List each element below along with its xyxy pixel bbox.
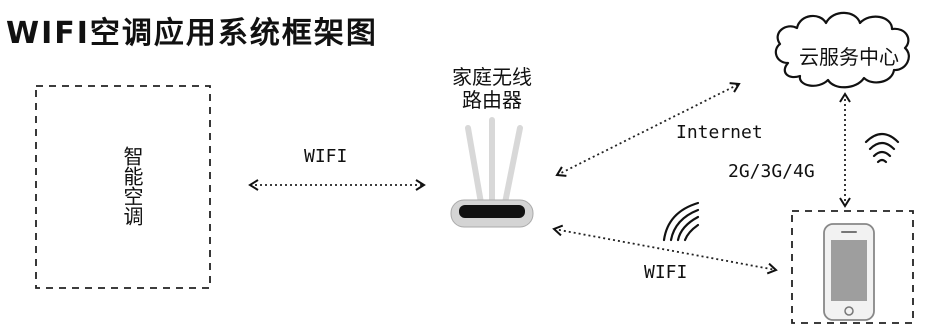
wifi-signal-icon [864, 132, 900, 164]
smartphone-icon [823, 223, 875, 321]
router-label-line1: 家庭无线 [452, 65, 532, 89]
wifi-signal-icon [662, 201, 700, 242]
router-label-line2: 路由器 [462, 88, 522, 112]
phone-cloud-link-label: 2G/3G/4G [728, 161, 815, 182]
ac-label: 智能空调 [120, 146, 144, 226]
router-cloud-link-arrow [555, 82, 741, 177]
cloud-label: 云服务中心 [799, 45, 899, 69]
router-label: 家庭无线 路由器 [444, 66, 540, 112]
ac-router-link-label: WIFI [304, 146, 348, 167]
diagram-title: WIFI空调应用系统框架图 [6, 16, 378, 51]
router-icon [450, 117, 534, 228]
router-phone-link-label: WIFI [644, 262, 688, 283]
ac-box [35, 85, 211, 289]
phone-box [791, 210, 914, 324]
cloud-icon [774, 11, 910, 89]
router-cloud-link-label: Internet [676, 122, 763, 143]
